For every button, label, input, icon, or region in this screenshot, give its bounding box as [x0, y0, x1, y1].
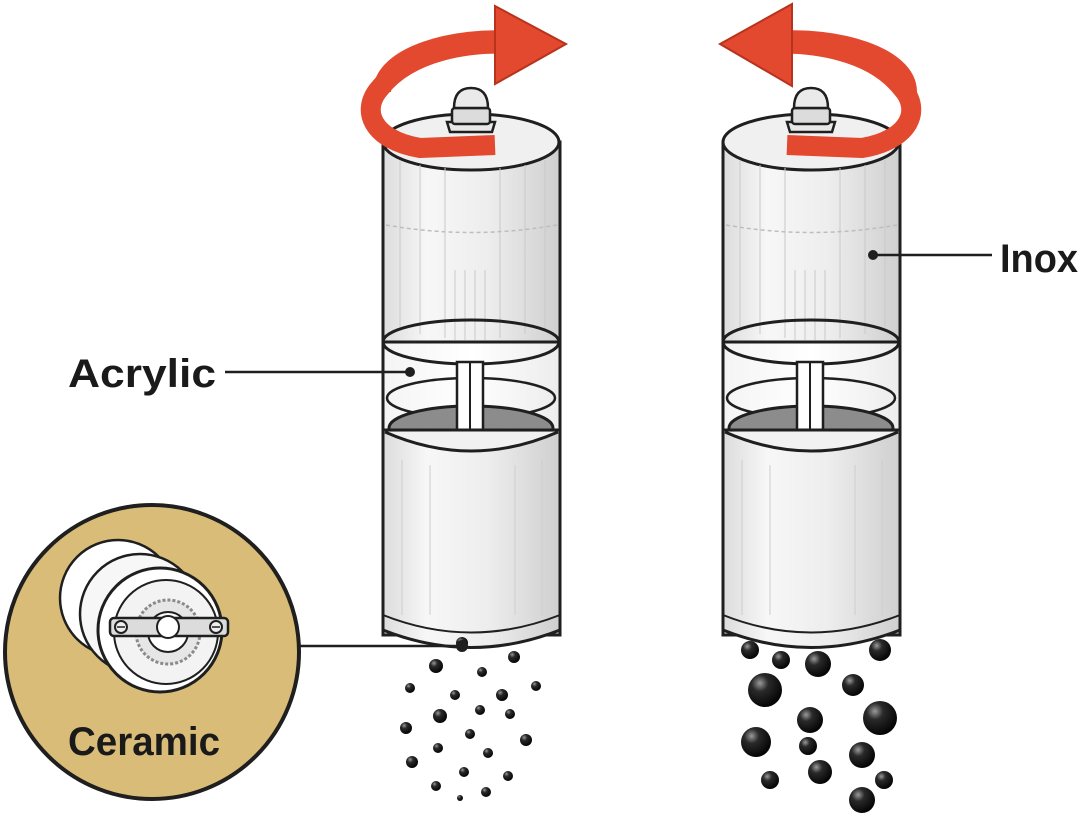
right-rotation-arrow	[771, 33, 922, 158]
right-knob	[785, 86, 837, 134]
ceramic-label: Ceramic	[68, 720, 220, 764]
acrylic-label: Acrylic	[68, 352, 216, 396]
ceramic-burr-icon	[58, 538, 230, 694]
left-cap-streaks	[399, 160, 546, 340]
left-knob	[445, 86, 497, 134]
left-rotation-arrow	[360, 33, 511, 158]
right-coarse-grains	[741, 639, 897, 813]
left-lower-body	[381, 428, 562, 637]
ceramic-badge: Ceramic	[3, 503, 468, 801]
left-grinder	[360, 4, 569, 801]
left-top-cap	[381, 140, 562, 344]
acrylic-callout: Acrylic	[68, 352, 415, 396]
right-lower-body	[721, 428, 902, 637]
right-top-cap	[721, 140, 902, 344]
inox-label: Inox	[1000, 237, 1078, 281]
right-arrow-head	[717, 2, 793, 88]
left-fine-grains	[400, 637, 541, 801]
inox-callout: Inox	[868, 237, 1078, 281]
left-arrow-head	[494, 4, 569, 86]
right-grinder	[717, 2, 922, 813]
right-cap-streaks	[739, 160, 886, 340]
